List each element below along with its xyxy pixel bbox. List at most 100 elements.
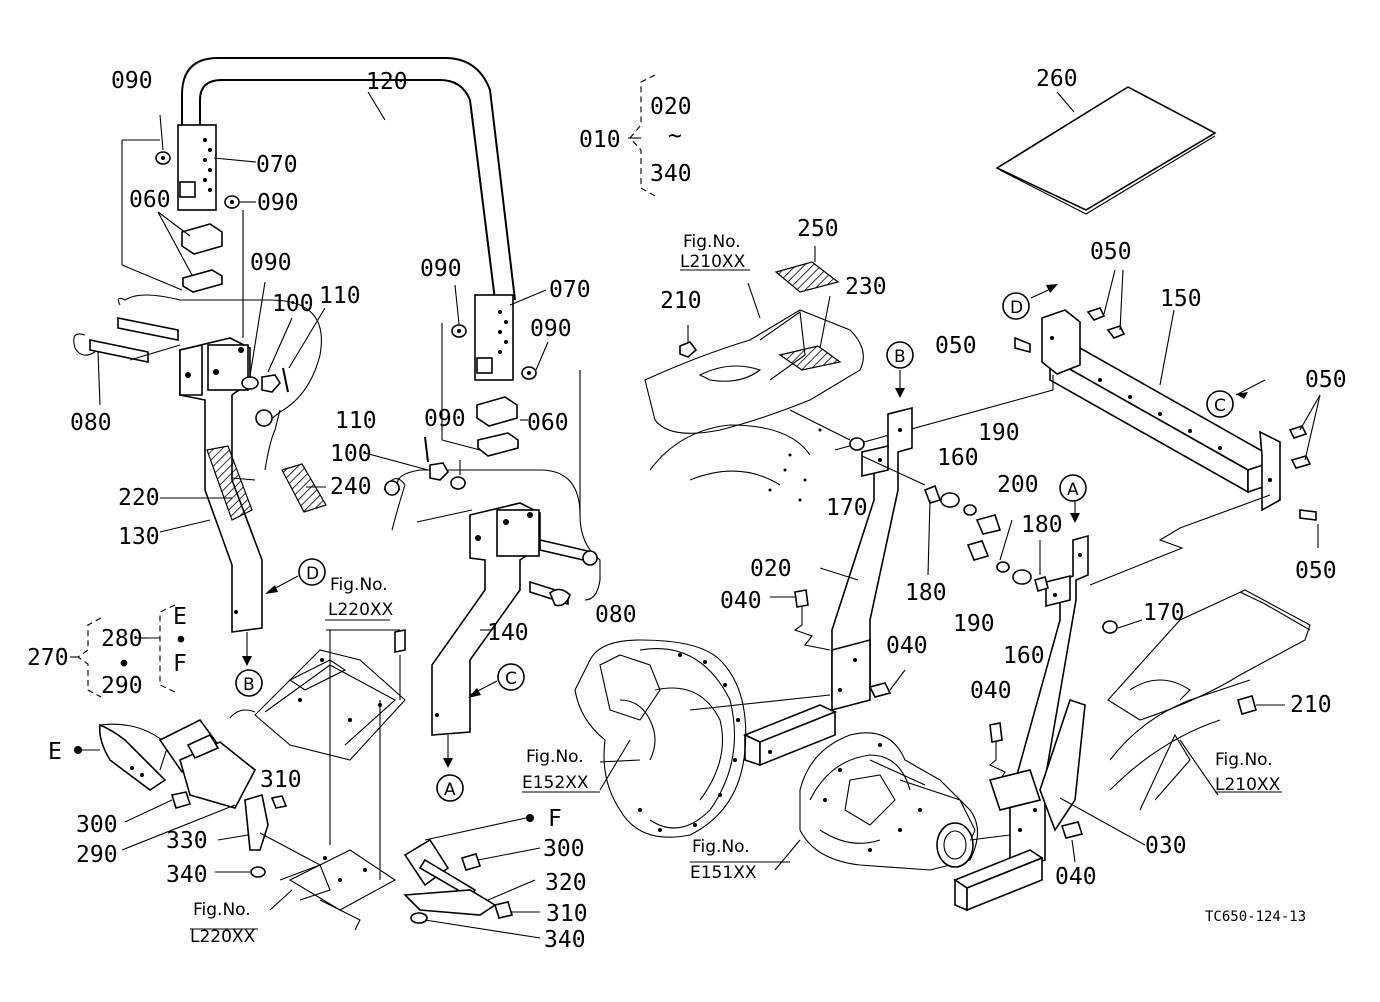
label-250: 250 bbox=[797, 216, 839, 242]
label-140: 140 bbox=[487, 620, 529, 646]
marker-d: D bbox=[306, 564, 319, 584]
label-180: 180 bbox=[1021, 512, 1063, 538]
label-050: 050 bbox=[935, 333, 977, 359]
label-100: 100 bbox=[272, 291, 314, 317]
label-320: 320 bbox=[545, 870, 587, 896]
washer-nut-pin-left bbox=[241, 281, 326, 393]
label-dot: • bbox=[174, 628, 188, 654]
transmission-housing-e151 bbox=[774, 732, 1011, 871]
label-090: 090 bbox=[424, 406, 466, 432]
label-090: 090 bbox=[111, 68, 153, 94]
label-290: 290 bbox=[101, 673, 143, 699]
label-150: 150 bbox=[1160, 286, 1202, 312]
upper-bracket-070-left bbox=[177, 124, 257, 211]
label-280: 280 bbox=[101, 626, 143, 652]
fig-ref-l210-top: L210XX bbox=[680, 252, 746, 272]
marker-d: D bbox=[1010, 298, 1023, 318]
label-160: 160 bbox=[1003, 643, 1045, 669]
label-050: 050 bbox=[1295, 558, 1337, 584]
label-240: 240 bbox=[330, 474, 372, 500]
label-080: 080 bbox=[70, 410, 112, 436]
fig-ref-caption: Fig.No. bbox=[683, 232, 741, 252]
label-340: 340 bbox=[166, 862, 208, 888]
label-090: 090 bbox=[420, 256, 462, 282]
label-340: 340 bbox=[650, 161, 692, 187]
guide-lines-left bbox=[121, 139, 244, 338]
label-270: 270 bbox=[27, 645, 69, 671]
label-dot: • bbox=[117, 652, 131, 678]
label-110: 110 bbox=[335, 408, 377, 434]
label-060: 060 bbox=[527, 410, 569, 436]
marker-c: C bbox=[505, 669, 517, 689]
upper-bracket-070-right bbox=[474, 289, 547, 381]
fig-ref-l220-top: L220XX bbox=[328, 600, 394, 620]
label-020: 020 bbox=[750, 556, 792, 582]
marker-a: A bbox=[1067, 480, 1079, 500]
crossbar-150 bbox=[834, 269, 1321, 586]
seat-belt-buckle-f bbox=[403, 814, 541, 939]
label-090: 090 bbox=[257, 190, 299, 216]
label-190: 190 bbox=[953, 611, 995, 637]
label-020: 020 bbox=[650, 94, 692, 120]
seat-bracket-l220 bbox=[229, 629, 406, 931]
label-310: 310 bbox=[260, 767, 302, 793]
marker-b: B bbox=[243, 675, 255, 695]
pin-080-right bbox=[383, 469, 601, 607]
label-290: 290 bbox=[76, 842, 118, 868]
label-300: 300 bbox=[76, 812, 118, 838]
rops-arch-120 bbox=[181, 57, 516, 301]
label-220: 220 bbox=[118, 485, 160, 511]
washer-090-left bbox=[155, 114, 256, 209]
label-300: 300 bbox=[543, 836, 585, 862]
figure-references: Fig.No. L210XX Fig.No. L220XX Fig.No. L2… bbox=[190, 232, 1281, 947]
seat-belt-270 bbox=[70, 604, 288, 878]
marker-c: C bbox=[1214, 396, 1226, 416]
fig-ref-caption: Fig.No. bbox=[1215, 750, 1273, 770]
drawing-code: TC650-124-13 bbox=[1205, 909, 1306, 925]
bolts-040 bbox=[770, 589, 1084, 863]
clip-060-right bbox=[476, 396, 528, 457]
label-210: 210 bbox=[660, 288, 702, 314]
set-bracket-010 bbox=[628, 74, 656, 197]
fig-ref-caption: Fig.No. bbox=[526, 747, 584, 767]
label-330: 330 bbox=[166, 828, 208, 854]
fig-ref-e152: E152XX bbox=[522, 773, 589, 793]
post-130 bbox=[159, 337, 327, 666]
label-110: 110 bbox=[319, 283, 361, 309]
washer-090-right bbox=[451, 284, 549, 380]
operators-manual-260 bbox=[995, 86, 1217, 215]
label-e: E bbox=[48, 739, 62, 765]
label-060: 060 bbox=[129, 187, 171, 213]
label-040: 040 bbox=[886, 633, 928, 659]
label-310: 310 bbox=[546, 901, 588, 927]
fig-ref-caption: Fig.No. bbox=[692, 837, 750, 857]
callout-markers bbox=[235, 284, 1266, 802]
pin-080-left bbox=[73, 294, 322, 471]
label-190: 190 bbox=[978, 420, 1020, 446]
label-tilde: ~ bbox=[668, 123, 682, 149]
label-200: 200 bbox=[997, 472, 1039, 498]
side-frame-020 bbox=[742, 370, 1002, 767]
leader-lines bbox=[190, 269, 1282, 930]
label-040: 040 bbox=[970, 678, 1012, 704]
label-180: 180 bbox=[905, 580, 947, 606]
fig-ref-l220-bottom: L220XX bbox=[190, 927, 256, 947]
fig-ref-caption: Fig.No. bbox=[193, 900, 251, 920]
label-040: 040 bbox=[720, 588, 762, 614]
fig-ref-e151: E151XX bbox=[690, 863, 757, 883]
chassis-frame-top bbox=[644, 246, 864, 502]
clip-060-left bbox=[157, 211, 223, 293]
marker-a: A bbox=[444, 780, 456, 800]
label-e: E bbox=[173, 604, 187, 630]
label-050: 050 bbox=[1090, 239, 1132, 265]
label-170: 170 bbox=[826, 495, 868, 521]
label-090: 090 bbox=[530, 316, 572, 342]
marker-letters: B D A C B D C A bbox=[243, 298, 1226, 800]
label-170: 170 bbox=[1143, 600, 1185, 626]
guide-lines-right bbox=[364, 323, 581, 523]
rear-frame-right bbox=[1107, 589, 1311, 811]
label-160: 160 bbox=[937, 445, 979, 471]
label-030: 030 bbox=[1145, 833, 1187, 859]
